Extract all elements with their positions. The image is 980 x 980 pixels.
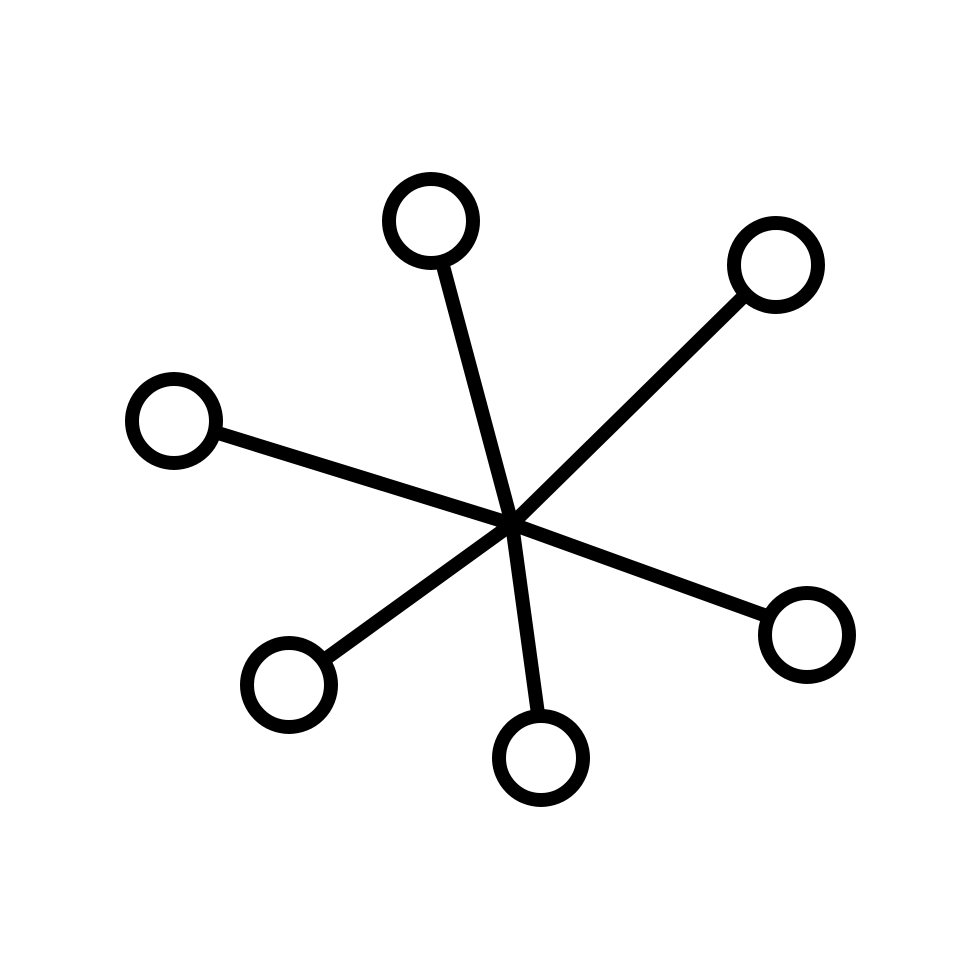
node-top-right: [727, 216, 825, 314]
spokes: [211, 255, 771, 721]
node-top: [382, 172, 480, 270]
spoke-bottom-left: [317, 517, 519, 667]
spoke-bottom: [505, 517, 545, 721]
node-bottom: [492, 709, 590, 807]
nodes: [125, 172, 856, 807]
spoke-right: [505, 517, 771, 622]
spoke-left: [211, 426, 519, 531]
hub-node: [504, 516, 520, 532]
spoke-top-right: [505, 291, 749, 531]
node-bottom-left: [240, 636, 338, 734]
node-right: [758, 586, 856, 684]
spoke-top: [435, 255, 519, 531]
node-left: [125, 372, 223, 470]
